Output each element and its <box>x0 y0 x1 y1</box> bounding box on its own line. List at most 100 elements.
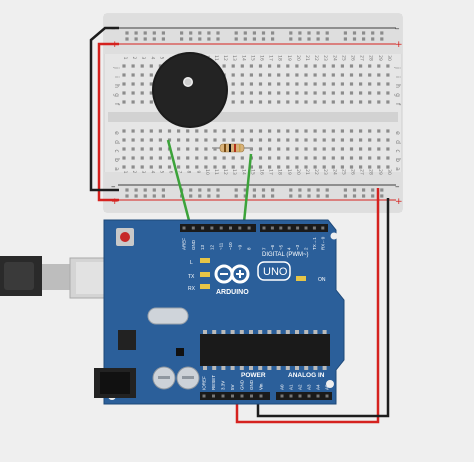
breadboard-hole <box>186 129 190 133</box>
breadboard-hole <box>322 129 326 133</box>
breadboard-hole <box>140 156 144 160</box>
header-pin[interactable] <box>262 226 266 230</box>
breadboard-hole <box>207 194 211 198</box>
analog-pin-label: A5 <box>325 384 330 390</box>
row-letter: i <box>394 76 401 78</box>
breadboard-hole <box>298 188 302 192</box>
column-number: 30 <box>386 55 392 61</box>
wire-green-buzzer[interactable] <box>166 139 194 233</box>
header-pin[interactable] <box>219 226 223 230</box>
breadboard-hole <box>258 147 263 151</box>
header-pin[interactable] <box>321 226 325 230</box>
row-letter: g <box>113 93 120 97</box>
breadboard-hole <box>131 129 135 133</box>
breadboard-hole <box>286 82 290 86</box>
header-pin[interactable] <box>279 226 283 230</box>
analog-pin-label: A0 <box>280 384 285 390</box>
breadboard-hole <box>295 165 299 169</box>
header-pin[interactable] <box>298 394 302 398</box>
wire-black-breadboard-rail[interactable] <box>89 26 119 192</box>
breadboard-hole <box>258 100 263 104</box>
header-pin[interactable] <box>247 226 251 230</box>
digital-pin-label: TX→1 <box>312 237 317 250</box>
analog-pin-label: A2 <box>298 384 303 390</box>
header-pin[interactable] <box>270 226 274 230</box>
header-pin[interactable] <box>182 226 186 230</box>
breadboard-hole <box>352 37 357 41</box>
breadboard-hole <box>189 37 193 41</box>
breadboard-hole <box>204 129 208 133</box>
breadboard-hole <box>149 165 153 169</box>
header-pin[interactable] <box>221 394 225 398</box>
breadboard-hole <box>204 165 208 169</box>
wire-green-resistor[interactable] <box>241 153 253 233</box>
breadboard-hole <box>216 37 220 41</box>
breadboard-hole <box>286 165 290 169</box>
breadboard-hole <box>349 100 354 104</box>
breadboard-hole <box>359 147 363 151</box>
header-pin[interactable] <box>191 226 195 230</box>
header-pin[interactable] <box>238 226 242 230</box>
breadboard-hole <box>313 73 317 77</box>
breadboard-hole <box>368 138 372 142</box>
breadboard-hole <box>152 31 156 35</box>
power-pin-label: GND <box>249 379 254 390</box>
breadboard-hole <box>198 31 202 35</box>
breadboard-hole <box>268 64 272 68</box>
header-pin[interactable] <box>304 226 308 230</box>
column-number: 26 <box>350 55 356 61</box>
breadboard-hole <box>231 165 235 169</box>
column-number: 12 <box>222 169 228 175</box>
breadboard-hole <box>261 194 266 198</box>
breadboard-hole <box>195 165 199 169</box>
header-pin[interactable] <box>231 394 234 398</box>
column-number: 9 <box>195 171 201 174</box>
header-pin[interactable] <box>307 394 311 398</box>
header-pin[interactable] <box>210 226 214 230</box>
breadboard-hole <box>122 156 126 160</box>
header-pin[interactable] <box>312 226 316 230</box>
rail-minus-label-bottom-right: – <box>395 182 400 192</box>
breadboard-hole <box>213 156 217 160</box>
header-pin[interactable] <box>240 394 244 398</box>
header-pin[interactable] <box>250 394 253 398</box>
breadboard-hole <box>359 100 363 104</box>
header-pin[interactable] <box>212 394 215 398</box>
breadboard-hole <box>268 100 272 104</box>
breadboard-hole <box>249 64 253 68</box>
wire-red-5v[interactable] <box>235 188 380 424</box>
breadboard-hole <box>222 138 226 142</box>
breadboard-hole <box>268 91 272 95</box>
chip-pin <box>212 366 217 370</box>
header-pin[interactable] <box>325 394 329 398</box>
breadboard-hole <box>140 73 144 77</box>
breadboard-hole <box>131 73 135 77</box>
header-pin[interactable] <box>259 394 263 398</box>
breadboard-hole <box>331 165 335 169</box>
breadboard-hole <box>307 194 311 198</box>
piezo-buzzer[interactable] <box>152 52 228 128</box>
breadboard-hole <box>316 31 320 35</box>
breadboard-hole <box>371 31 375 35</box>
breadboard-hole <box>149 138 153 142</box>
breadboard-hole <box>331 156 335 160</box>
header-pin[interactable] <box>316 394 320 398</box>
breadboard-hole <box>268 147 272 151</box>
header-pin[interactable] <box>289 394 293 398</box>
wire-red-breadboard-rail[interactable] <box>97 42 119 202</box>
breadboard-hole <box>340 91 344 95</box>
digital-pin-label: ~6 <box>270 244 275 250</box>
breadboard-hole <box>143 31 147 35</box>
header-pin[interactable] <box>280 394 284 398</box>
breadboard-hole <box>295 91 299 95</box>
header-pin[interactable] <box>229 226 232 230</box>
header-pin[interactable] <box>296 226 300 230</box>
breadboard-hole <box>149 64 153 68</box>
column-number: 11 <box>213 169 219 175</box>
wire-black-gnd[interactable] <box>256 198 390 418</box>
breadboard-hole <box>368 64 372 68</box>
header-pin[interactable] <box>287 226 291 230</box>
header-pin[interactable] <box>202 394 206 398</box>
resistor[interactable] <box>212 143 252 153</box>
header-pin[interactable] <box>201 226 205 230</box>
